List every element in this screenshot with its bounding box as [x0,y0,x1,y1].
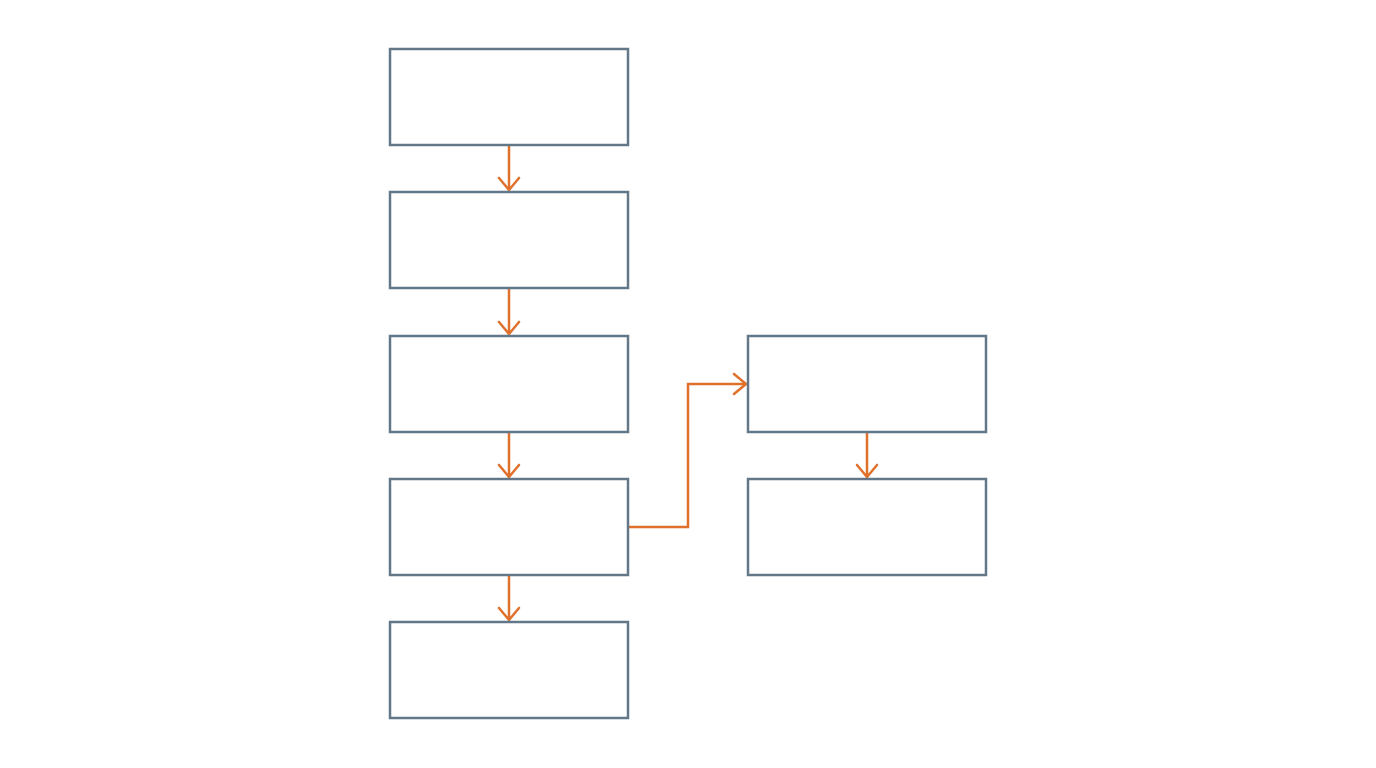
flow-arrow [497,575,521,622]
flow-arrow [497,288,521,336]
flow-box-rect [388,334,630,434]
flow-box [746,334,988,434]
arrowhead-down-icon [497,606,521,622]
flow-box-rect [388,190,630,290]
arrowhead-down-icon [497,463,521,479]
flow-box-rect [388,620,630,720]
arrowhead-right-icon [732,372,748,396]
flow-box [746,477,988,577]
arrowhead-down-icon [497,320,521,336]
flow-box-rect [388,477,630,577]
connectors-group [497,145,879,622]
flow-box [388,190,630,290]
flow-box [388,620,630,720]
flow-arrow [497,432,521,479]
flow-arrow [497,145,521,192]
flow-arrow [628,372,748,529]
flow-box-rect [746,477,988,577]
flow-box [388,477,630,577]
boxes-group [388,47,988,720]
flow-box-rect [388,47,630,147]
arrowhead-down-icon [497,176,521,192]
flow-box [388,47,630,147]
arrowhead-down-icon [855,463,879,479]
flow-box-rect [746,334,988,434]
flow-arrow [855,432,879,479]
flow-box [388,334,630,434]
arrow-shaft [628,382,746,529]
